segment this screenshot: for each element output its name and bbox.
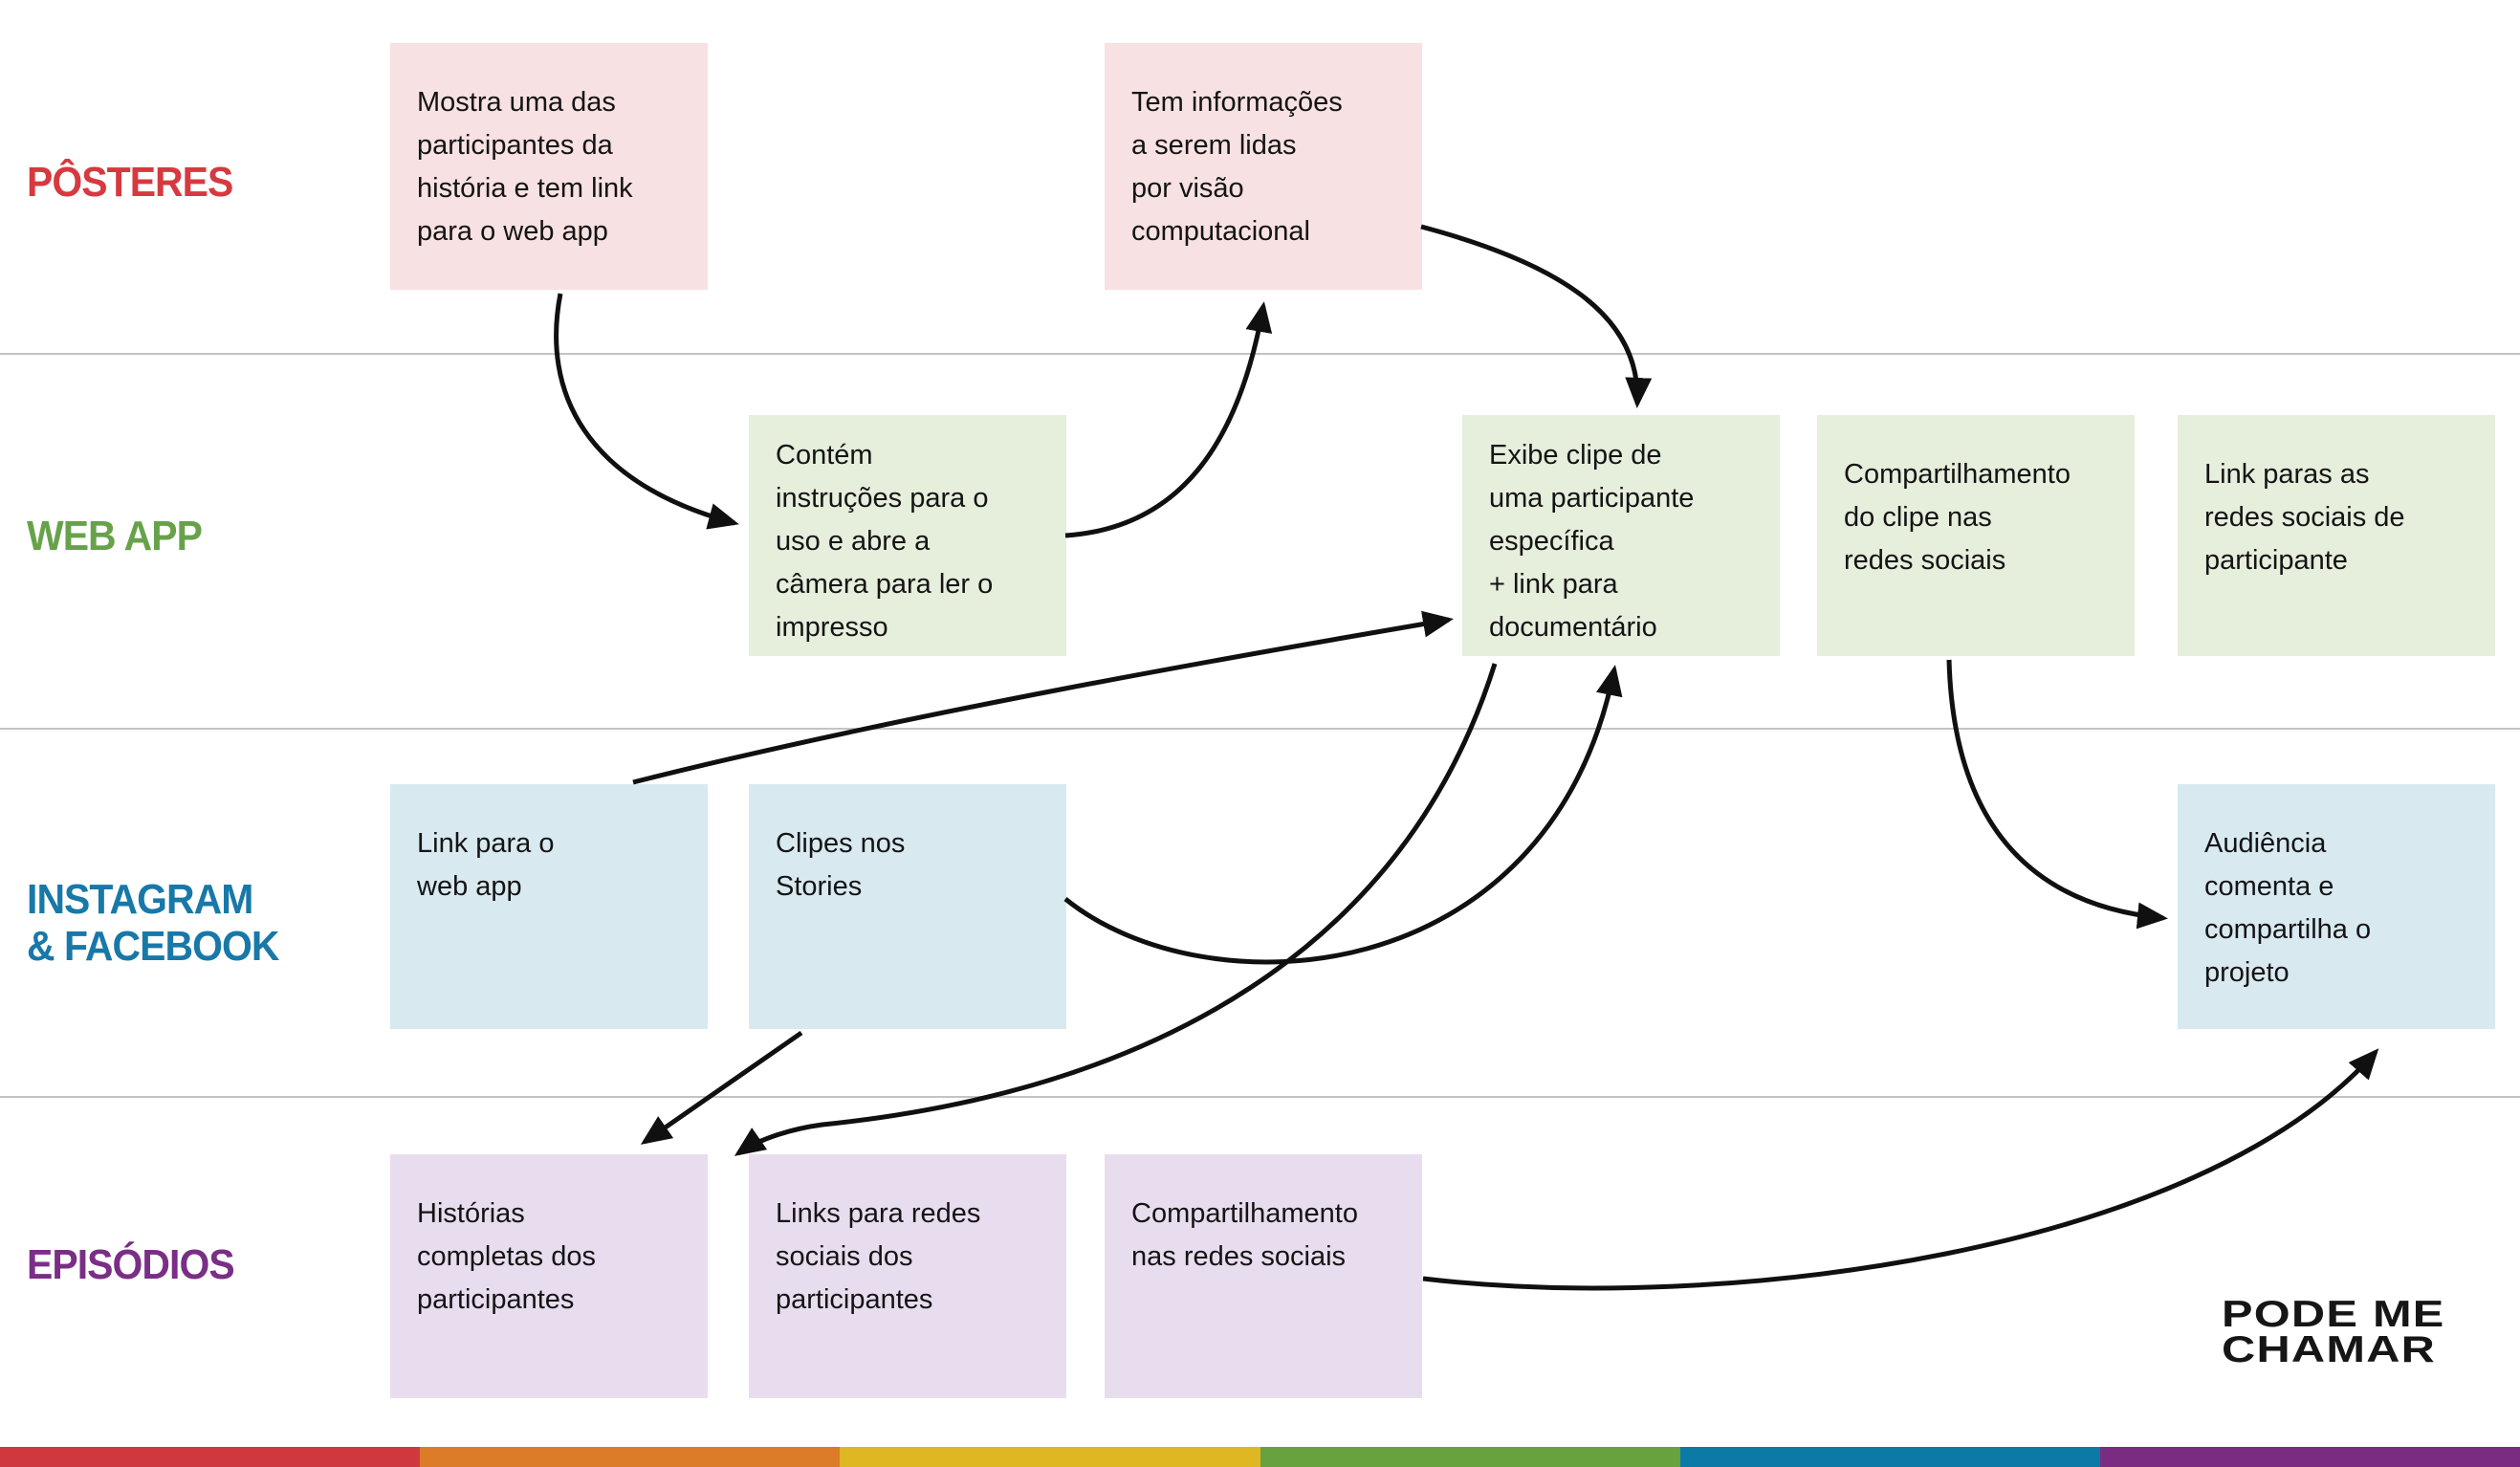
logo-line-2: CHAMAR [2222, 1329, 2437, 1371]
lane-divider-1 [0, 353, 2520, 355]
stripe-segment-0 [0, 1447, 421, 1467]
arrow-webapp-compartilhamento-clipe-to-insta-audiencia [1946, 659, 2168, 930]
pode-me-chamar-logo: PODE ME CHAMAR [2222, 1294, 2445, 1371]
box-insta-clipes-stories: Clipes nos Stories [749, 784, 1066, 1029]
stripe-segment-3 [1260, 1447, 1680, 1467]
lane-label-webapp: WEB APP [27, 513, 203, 559]
lane-divider-2 [0, 728, 2520, 730]
arrow-webapp-instrucoes-to-poster-informacoes [1064, 301, 1273, 538]
box-episodios-historias: Histórias completas dos participantes [390, 1154, 708, 1398]
lane-label-episodios: EPISÓDIOS [27, 1241, 235, 1288]
box-insta-link-webapp: Link para o web app [390, 784, 708, 1029]
lane-label-posteres: PÔSTERES [27, 159, 233, 206]
box-webapp-compartilhamento-clipe: Compartilhamento do clipe nas redes soci… [1817, 415, 2135, 656]
lane-divider-3 [0, 1096, 2520, 1098]
arrow-insta-clipes-stories-to-episodios-historias [640, 1030, 803, 1145]
box-webapp-link-redes: Link paras as redes sociais de participa… [2178, 415, 2495, 656]
rainbow-footer-stripe [0, 1447, 2520, 1467]
arrow-insta-clipes-stories-to-webapp-exibe-clipe [1063, 665, 1623, 965]
stripe-segment-1 [420, 1447, 841, 1467]
stripe-segment-5 [2099, 1447, 2520, 1467]
box-episodios-compartilhamento: Compartilhamento nas redes sociais [1105, 1154, 1422, 1398]
arrow-poster-participante-to-webapp-instrucoes [554, 293, 739, 530]
box-insta-audiencia: Audiência comenta e compartilha o projet… [2178, 784, 2495, 1029]
box-poster-participante: Mostra uma das participantes da história… [390, 43, 708, 290]
box-webapp-instrucoes: Contém instruções para o uso e abre a câ… [749, 415, 1066, 656]
logo-line-1: PODE ME [2222, 1294, 2445, 1335]
arrow-episodios-compartilhamento-to-insta-audiencia [1422, 1048, 2379, 1291]
box-webapp-exibe-clipe: Exibe clipe de uma participante específi… [1462, 415, 1780, 656]
stripe-segment-4 [1679, 1447, 2100, 1467]
box-poster-informacoes: Tem informações a serem lidas por visão … [1105, 43, 1422, 290]
arrow-poster-informacoes-to-webapp-exibe-clipe [1420, 224, 1653, 408]
stripe-segment-2 [840, 1447, 1260, 1467]
box-episodios-links-redes: Links para redes sociais dos participant… [749, 1154, 1066, 1398]
lane-label-instagram: INSTAGRAM & FACEBOOK [27, 876, 279, 971]
